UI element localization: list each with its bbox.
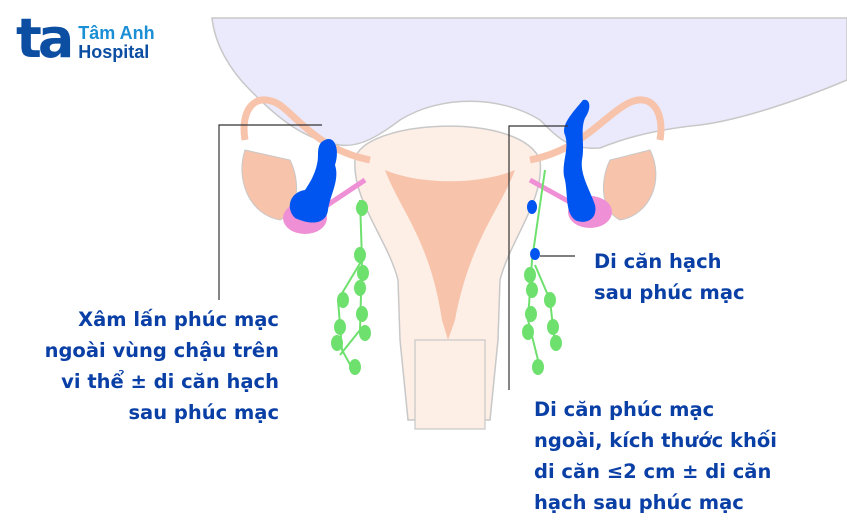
- metastatic-node-1: [527, 200, 537, 214]
- label-line: hạch sau phúc mạc: [534, 491, 744, 514]
- uterus-cavity: [385, 170, 515, 340]
- label-line: vi thể ± di căn hạch: [61, 370, 279, 393]
- metastatic-node-2: [530, 248, 540, 260]
- label-lymph-metastasis: Di căn hạch sau phúc mạc: [594, 246, 745, 308]
- hospital-logo: ta Tâm Anh Hospital: [16, 7, 155, 70]
- label-line: di căn ≤2 cm ± di căn: [534, 460, 772, 483]
- left-lymph-chain: [331, 199, 371, 375]
- left-fimbriae: [241, 149, 298, 221]
- vagina: [414, 339, 486, 430]
- label-line: ngoài vùng chậu trên: [44, 339, 279, 362]
- right-lymph-chain: [522, 169, 562, 375]
- label-line: Di căn hạch: [594, 250, 722, 273]
- logo-mark: ta: [16, 7, 74, 70]
- leader-line-right-bottom: [508, 125, 568, 390]
- label-line: ngoài, kích thước khối: [534, 429, 777, 452]
- label-peritoneal-invasion: Xâm lấn phúc mạc ngoài vùng chậu trên vi…: [45, 304, 279, 428]
- logo-line-2: Hospital: [78, 42, 150, 62]
- right-tumor: [563, 99, 596, 222]
- left-tumor: [289, 139, 337, 223]
- leader-line-left: [218, 124, 322, 300]
- bladder-shape: [211, 17, 847, 149]
- label-peritoneal-metastasis: Di căn phúc mạc ngoài, kích thước khối d…: [534, 394, 777, 518]
- label-line: sau phúc mạc: [128, 401, 279, 424]
- label-line: Di căn phúc mạc: [534, 398, 715, 421]
- label-line: Xâm lấn phúc mạc: [78, 308, 279, 331]
- right-fimbriae: [602, 149, 657, 221]
- logo-line-1: Tâm Anh: [78, 23, 155, 43]
- logo-text: Tâm Anh Hospital: [78, 24, 154, 62]
- label-line: sau phúc mạc: [594, 281, 745, 304]
